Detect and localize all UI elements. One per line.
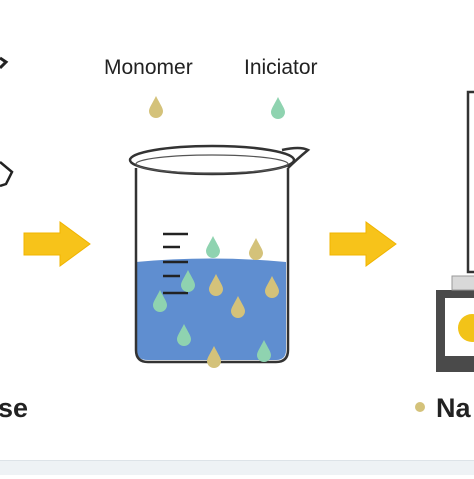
monomer-droplet-icon [207, 346, 221, 368]
nanoparticle-dot-icon [415, 402, 425, 412]
beaker-droplets [153, 236, 279, 368]
monomer-droplet-icon [231, 296, 245, 318]
initiator-droplet-icon [206, 236, 220, 258]
initiator-label: Iniciator [244, 56, 318, 79]
left-apparatus [0, 56, 14, 188]
right-tube [466, 90, 474, 274]
left-pipette-icon [0, 56, 9, 70]
left-funnel-icon [0, 161, 14, 188]
right-apparatus [436, 90, 474, 372]
monomer-droplet-icon [149, 96, 163, 118]
right-arrow-icon [329, 221, 397, 267]
initiator-droplet-icon [257, 340, 271, 362]
beaker-spout [281, 146, 311, 169]
initiator-droplet-icon [177, 324, 191, 346]
beaker-icon [128, 144, 311, 368]
monomer-droplet-icon [249, 238, 263, 260]
monomer-droplet-icon [265, 276, 279, 298]
right-device-top [451, 275, 474, 291]
left-cut-label: se [0, 393, 29, 423]
initiator-droplet-icon [271, 97, 285, 119]
right-device-indicator [458, 314, 474, 342]
beaker-rim-inner [135, 154, 289, 174]
right-arrow-icon [23, 221, 91, 267]
right-cut-label: Na [436, 393, 471, 423]
volume-marks [163, 232, 188, 295]
monomer-label: Monomer [104, 56, 193, 79]
bottom-strip [0, 460, 474, 475]
initiator-droplet-icon [153, 290, 167, 312]
monomer-droplet-icon [209, 274, 223, 296]
beaker-rim [128, 144, 296, 176]
initiator-droplet-icon [181, 270, 195, 292]
liquid [136, 258, 286, 360]
